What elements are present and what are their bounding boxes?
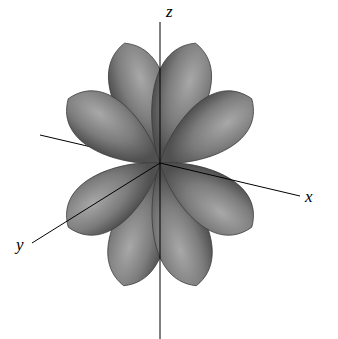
- x-axis: [160, 163, 300, 196]
- axis-label: z: [166, 3, 173, 20]
- y-axis: [32, 163, 160, 243]
- axis-label: x: [305, 188, 313, 205]
- z-axis: [160, 22, 161, 339]
- axis-label: y: [16, 236, 24, 253]
